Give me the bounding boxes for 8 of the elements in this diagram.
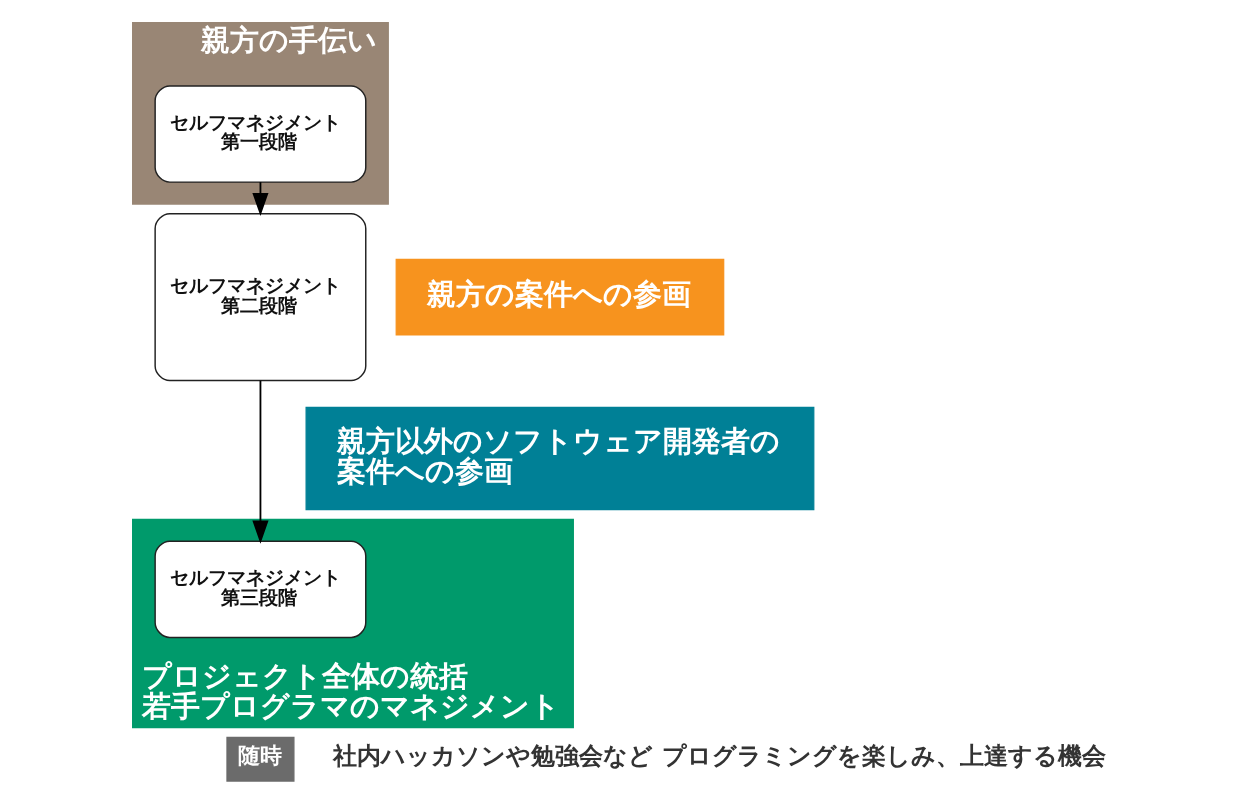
node-label: 社内ハッカソンや勉強会など プログラミングを楽しみ、上達する機会 [333,741,1106,771]
node-box: 親方以外のソフトウェア開発者の案件への参画 [305,406,814,511]
node-box: 親方の案件への参画 [395,258,724,336]
arrow [251,379,269,544]
node-box: セルフマネジメント第一段階 [153,85,366,183]
node-box: セルフマネジメント第二段階 [153,213,366,382]
node-box: 随時 [225,736,295,782]
node-box: セルフマネジメント第三段階 [153,540,366,639]
